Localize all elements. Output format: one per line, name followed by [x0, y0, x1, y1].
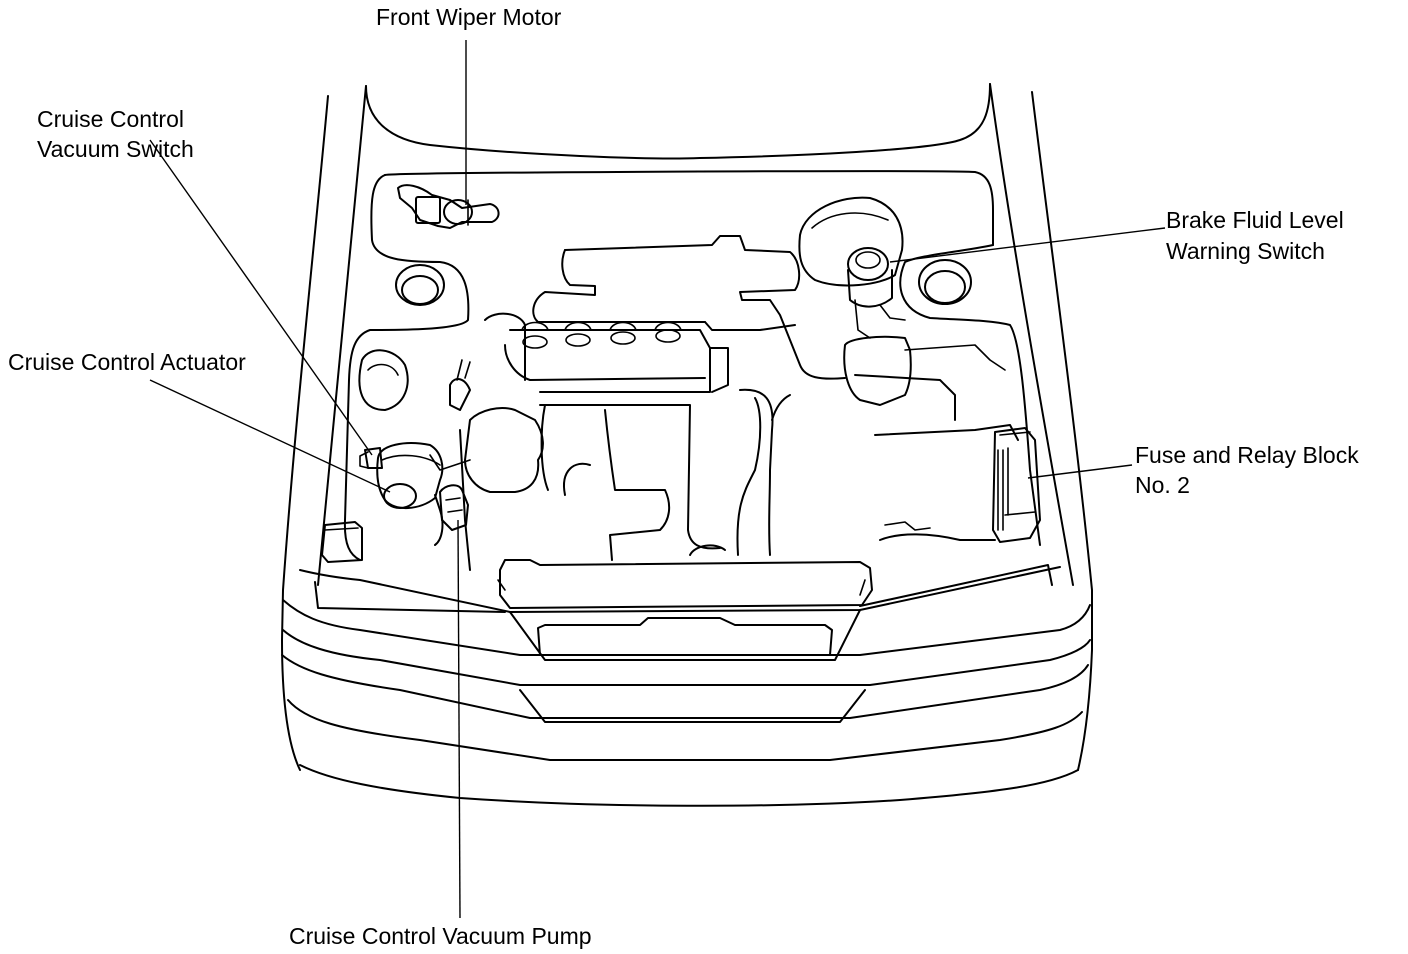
label-cruise-control-vacuum-switch-line2: Vacuum Switch: [37, 136, 194, 162]
brake-master-cylinder: [798, 196, 912, 406]
relay-box-left: [321, 521, 363, 563]
cruise-control-vacuum-pump-part: [439, 484, 469, 531]
label-cruise-control-vacuum-pump: Cruise Control Vacuum Pump: [289, 923, 592, 949]
front-wiper-motor-part: [397, 184, 500, 229]
engine-bay-outline: [299, 170, 1061, 613]
leader-vacuum-pump: [457, 519, 461, 919]
label-brake-fluid-line2: Warning Switch: [1166, 238, 1325, 264]
label-fuse-relay-line1: Fuse and Relay Block: [1135, 442, 1359, 468]
front-bumper: [281, 599, 1091, 807]
cruise-control-actuator-part: [359, 442, 444, 546]
leader-lines: [149, 40, 1166, 919]
label-front-wiper-motor: Front Wiper Motor: [376, 4, 562, 30]
leader-actuator: [149, 379, 391, 493]
label-cruise-control-actuator: Cruise Control Actuator: [8, 349, 246, 375]
left-engine-parts: [429, 359, 544, 571]
label-fuse-relay-line2: No. 2: [1135, 472, 1190, 498]
label-cruise-control-vacuum-switch-line1: Cruise Control: [37, 106, 184, 132]
leader-fuse-relay: [1027, 464, 1133, 479]
engine-block: [484, 235, 1019, 609]
fuse-relay-block-part: [992, 427, 1041, 543]
leader-brake-fluid: [889, 227, 1166, 263]
label-brake-fluid-line1: Brake Fluid Level: [1166, 207, 1344, 233]
leader-vacuum-switch: [149, 139, 373, 456]
car-body-outline: [281, 83, 1093, 771]
strut-tower-caps: [358, 259, 972, 411]
